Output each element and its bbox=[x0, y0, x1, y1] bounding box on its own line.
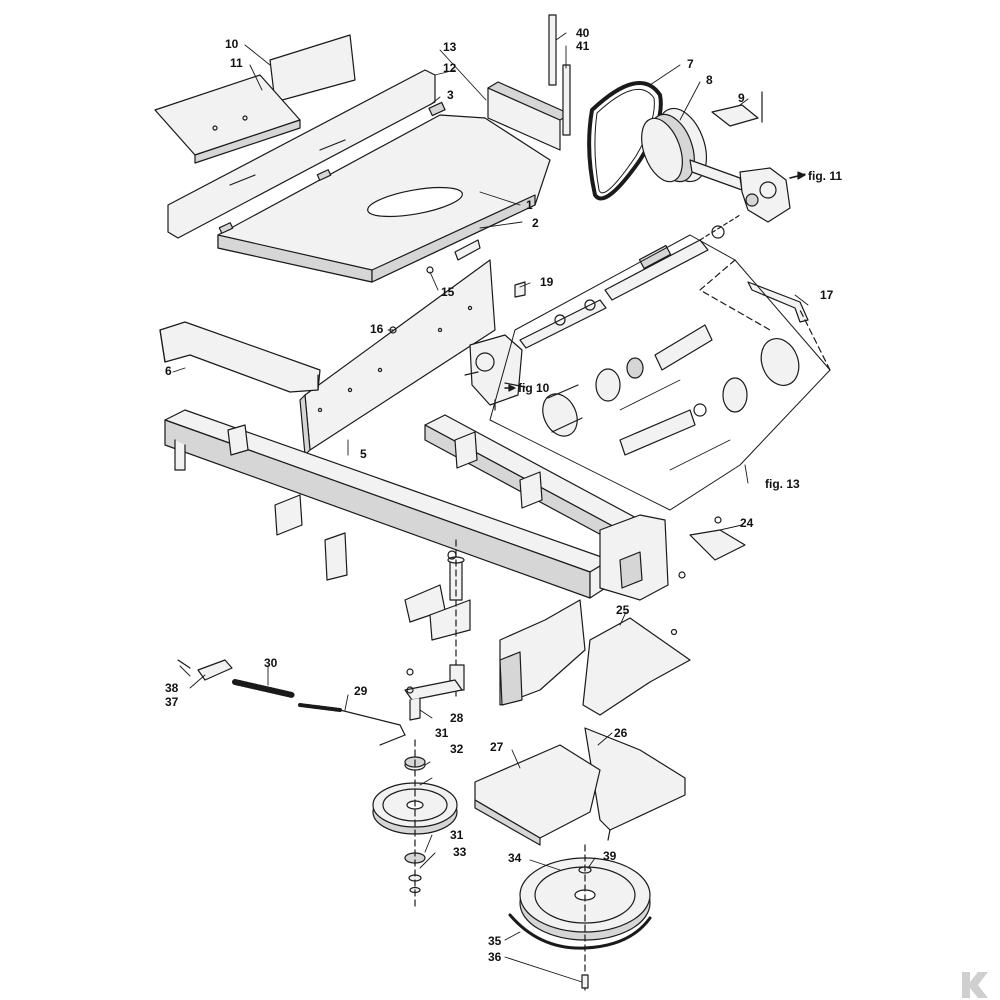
pulley-32 bbox=[372, 739, 458, 911]
callout-38: 38 bbox=[165, 681, 179, 695]
callout-34: 34 bbox=[508, 851, 522, 865]
callout-30: 30 bbox=[264, 656, 278, 670]
rod-29 bbox=[298, 703, 406, 746]
callout-12: 12 bbox=[443, 61, 457, 75]
guard-26 bbox=[584, 727, 686, 841]
callout-41: 41 bbox=[576, 39, 590, 53]
callout-29: 29 bbox=[354, 684, 368, 698]
leader-lines bbox=[172, 32, 809, 983]
pulley-8 bbox=[641, 107, 743, 191]
callout-36: 36 bbox=[488, 950, 502, 964]
callout-40: 40 bbox=[576, 26, 590, 40]
callout-labels: 1 2 3 5 6 7 8 9 10 11 12 13 15 16 17 19 … bbox=[165, 26, 842, 964]
gearbox-fig11 bbox=[739, 167, 806, 223]
callout-5: 5 bbox=[360, 447, 367, 461]
callout-31a: 31 bbox=[435, 726, 449, 740]
plate-25 bbox=[582, 617, 691, 716]
callout-8: 8 bbox=[706, 73, 713, 87]
callout-26: 26 bbox=[614, 726, 628, 740]
callout-1: 1 bbox=[526, 198, 533, 212]
pulley-34 bbox=[508, 844, 652, 991]
figure-ref-11: fig. 11 bbox=[808, 169, 842, 183]
callout-25: 25 bbox=[616, 603, 630, 617]
callout-3: 3 bbox=[447, 88, 454, 102]
driveshaft-assembly bbox=[519, 214, 741, 349]
bracket-9 bbox=[711, 91, 763, 127]
callout-31b: 31 bbox=[450, 828, 464, 842]
v-belt-7 bbox=[587, 81, 663, 201]
spring-30 bbox=[232, 679, 295, 698]
callout-9: 9 bbox=[738, 91, 745, 105]
guard-27 bbox=[474, 744, 601, 846]
callout-28: 28 bbox=[450, 711, 464, 725]
callout-16: 16 bbox=[370, 322, 384, 336]
callout-19: 19 bbox=[540, 275, 554, 289]
callout-27: 27 bbox=[490, 740, 504, 754]
callout-32: 32 bbox=[450, 742, 464, 756]
callout-15: 15 bbox=[441, 285, 455, 299]
callout-17: 17 bbox=[820, 288, 834, 302]
callout-7: 7 bbox=[687, 57, 694, 71]
gearbox-fig10 bbox=[464, 334, 526, 411]
side-panel-13 bbox=[487, 81, 571, 151]
callout-37: 37 bbox=[165, 695, 179, 709]
callout-11: 11 bbox=[230, 56, 243, 70]
callout-24: 24 bbox=[740, 516, 754, 530]
bracket-37-38 bbox=[177, 659, 233, 681]
callout-33: 33 bbox=[453, 845, 467, 859]
figure-ref-10: fig 10 bbox=[518, 381, 550, 395]
callout-6: 6 bbox=[165, 364, 172, 378]
callout-10: 10 bbox=[225, 37, 239, 51]
callout-2: 2 bbox=[532, 216, 539, 230]
clip-strips-40-41 bbox=[548, 14, 571, 136]
tension-arm-28 bbox=[404, 668, 463, 721]
callout-39: 39 bbox=[603, 849, 617, 863]
k-logo-icon bbox=[960, 970, 990, 1000]
figure-ref-13: fig. 13 bbox=[765, 477, 800, 491]
callout-35: 35 bbox=[488, 934, 502, 948]
shaft-kit-fig13 bbox=[489, 234, 831, 511]
callout-13: 13 bbox=[443, 40, 457, 54]
rear-rail-12 bbox=[167, 69, 446, 239]
cover-6 bbox=[159, 321, 321, 393]
fig10-arrow-icon bbox=[504, 384, 516, 392]
deck-plate-1 bbox=[217, 114, 551, 283]
bracket-10-11 bbox=[154, 34, 356, 164]
bracket-17 bbox=[747, 281, 809, 323]
spindle-post bbox=[447, 539, 465, 701]
fig11-arrow-icon bbox=[789, 171, 806, 180]
side-panel-5 bbox=[299, 259, 496, 456]
main-frame bbox=[164, 409, 746, 706]
